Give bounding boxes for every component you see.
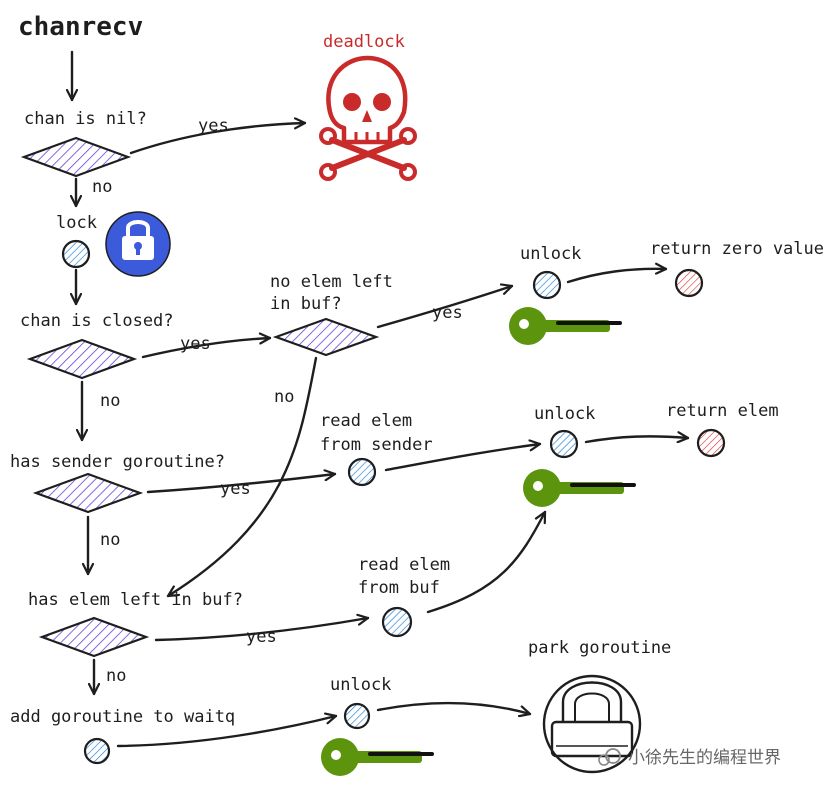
chan-is-nil-diamond [20,136,132,178]
unlock-label-bottom: unlock [330,675,391,695]
return-zero-value-step [674,268,704,298]
park-goroutine-label: park goroutine [528,638,671,658]
chan-is-closed-label: chan is closed? [20,311,174,331]
unlock-step-middle [549,429,579,459]
yes-label-closed: yes [180,334,211,354]
read-from-buf-label-2: from buf [358,578,440,598]
read-from-buf-step [381,606,413,638]
read-from-sender-label-1: read elem [320,411,412,431]
diagram-title: chanrecv [18,12,143,42]
lock-label: lock [56,213,97,233]
read-from-sender-label-2: from sender [320,435,433,455]
unlock-step-top [532,270,562,300]
has-elem-left-diamond [38,616,150,658]
add-to-waitq-label: add goroutine to waitq [10,707,235,727]
return-elem-step [696,428,726,458]
park-padlock-icon [542,674,642,774]
no-elem-left-label-2: in buf? [270,294,342,314]
no-elem-left-diamond [272,317,380,357]
yes-label-elemleft: yes [246,627,277,647]
no-label-closed: no [100,391,120,411]
padlock-icon [105,211,171,277]
return-elem-label: return elem [666,401,779,421]
yes-label-nil: yes [198,116,229,136]
watermark-text: 小徐先生的编程世界 [628,748,781,768]
no-label-nil: no [92,177,112,197]
unlock-label-top: unlock [520,244,581,264]
deadlock-skull-icon: deadlock [319,32,417,181]
yes-label-noelem: yes [432,303,463,323]
add-to-waitq-step [83,737,111,765]
no-label-sender: no [100,530,120,550]
read-from-buf-label-1: read elem [358,555,450,575]
no-label-elemleft: no [106,666,126,686]
read-from-sender-step [347,457,377,487]
has-sender-label: has sender goroutine? [10,452,225,472]
yes-label-sender: yes [220,479,251,499]
no-label-noelem: no [274,387,294,407]
return-zero-value-label: return zero value [650,239,824,259]
key-icon-bottom [319,736,434,778]
deadlock-label: deadlock [323,32,405,52]
key-icon-middle [521,467,636,509]
chan-is-closed-diamond [26,338,138,380]
no-elem-left-label-1: no elem left [270,272,393,292]
unlock-label-middle: unlock [534,404,595,424]
key-icon-top [507,305,622,347]
unlock-step-bottom [343,702,371,730]
chan-is-nil-label: chan is nil? [24,109,147,129]
lock-step [61,239,91,269]
has-elem-left-label: has elem left in buf? [28,590,243,610]
wechat-watermark: 小徐先生的编程世界 [598,748,781,768]
has-sender-diamond [32,472,144,514]
